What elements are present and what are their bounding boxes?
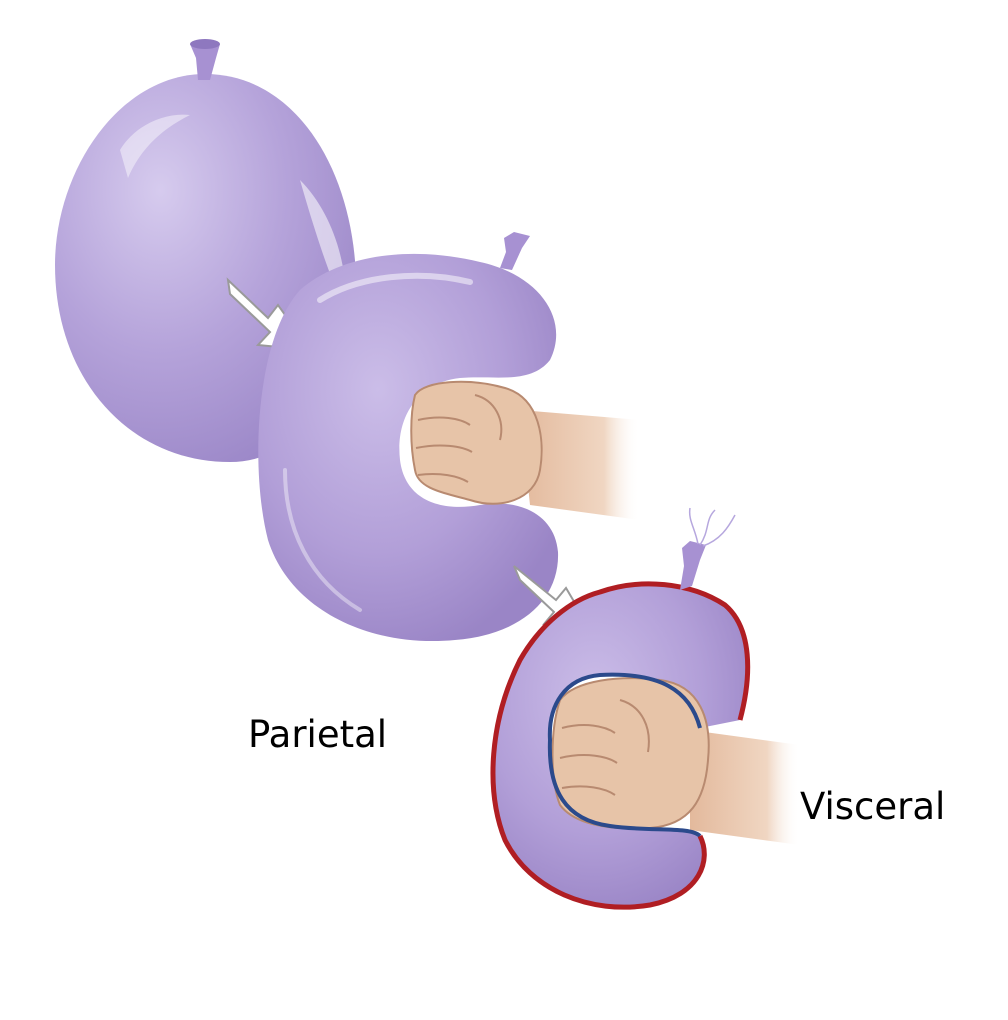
outlined-balloon-icon — [490, 507, 800, 910]
parietal-label: Parietal — [248, 713, 388, 756]
fist-pressed-balloon-icon — [258, 232, 640, 642]
visceral-label: Visceral — [800, 785, 946, 828]
